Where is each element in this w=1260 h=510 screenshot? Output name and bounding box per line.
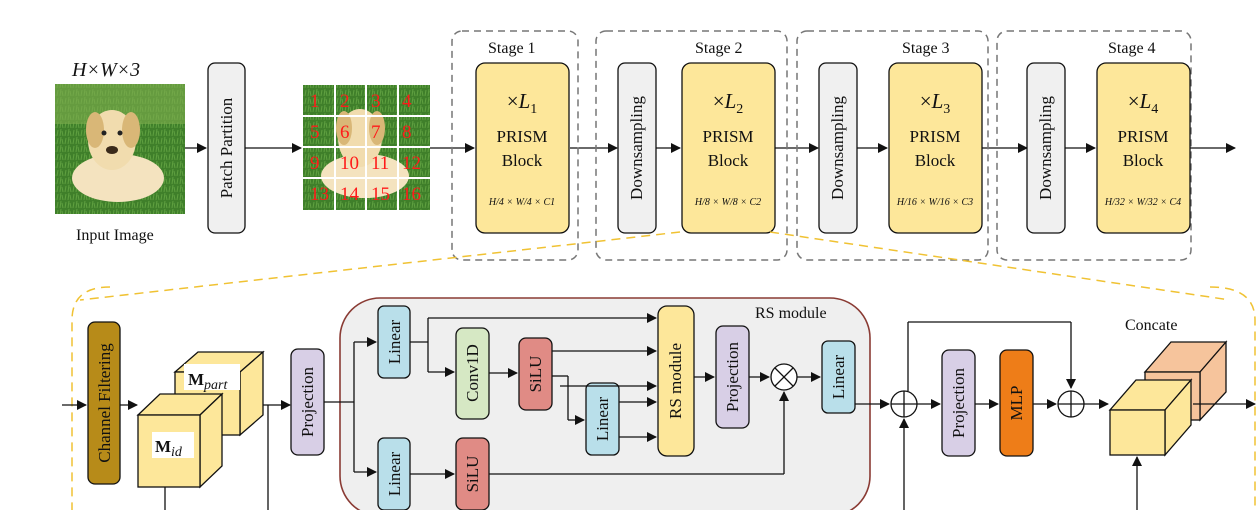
channel-filtering-label: Channel Filtering — [95, 343, 114, 463]
projection-label-1: Projection — [298, 367, 317, 437]
linear-box-3 — [585, 382, 620, 456]
prism-block-1 — [475, 62, 570, 234]
silu-box-1 — [518, 337, 553, 411]
mlp-box — [999, 349, 1034, 457]
add-op-1 — [890, 390, 918, 418]
multiply-op — [770, 363, 798, 391]
patched-image — [303, 85, 430, 210]
stage-4-frame — [996, 30, 1192, 261]
concate-label: Concate — [1125, 317, 1177, 334]
prism-block-label: Block — [708, 151, 749, 170]
patch-number: 5 — [310, 122, 320, 143]
rs-module-title: RS module — [755, 305, 827, 322]
channel-filtering-box — [87, 321, 121, 485]
stage-1-title: Stage 1 — [488, 40, 536, 57]
stage-2-frame — [595, 30, 788, 261]
projection-label-3: Projection — [949, 368, 968, 438]
prism-dims-label: H/32 × W/32 × C4 — [1104, 197, 1181, 208]
linear-box-4 — [821, 340, 856, 414]
projection-label-2: Projection — [723, 342, 742, 412]
prism-label: PRISM — [909, 127, 960, 146]
linear-label-3: Linear — [593, 396, 612, 441]
zoom-region — [71, 231, 1256, 510]
prism-repeat-label: ×L3 — [920, 89, 951, 117]
prism-repeat-label: ×L2 — [713, 89, 744, 117]
prism-block-label: Block — [1123, 151, 1164, 170]
prism-block-label: Block — [502, 151, 543, 170]
input-image-label: Input Image — [76, 227, 154, 244]
prism-dims-label: H/4 × W/4 × C1 — [488, 197, 555, 208]
patch-number: 4 — [402, 91, 412, 112]
prism-block-3 — [888, 62, 983, 234]
projection-box-3 — [941, 349, 976, 457]
stage-1-frame — [451, 30, 579, 261]
concat-cube-front — [1108, 378, 1193, 457]
silu-label-1: SiLU — [526, 356, 545, 393]
input-dims-label: H×W×3 — [71, 59, 140, 81]
conv1d-label: Conv1D — [463, 344, 482, 402]
prism-block-4 — [1096, 62, 1191, 234]
prism-label: PRISM — [702, 127, 753, 146]
stage-3-frame — [796, 30, 989, 261]
patch-number: 2 — [340, 91, 350, 112]
m-part-label: Mpart — [188, 370, 228, 393]
stage-2-title: Stage 2 — [695, 40, 743, 57]
prism-block-label: Block — [915, 151, 956, 170]
prism-dims-label: H/16 × W/16 × C3 — [896, 197, 973, 208]
patch-number: 11 — [371, 153, 389, 174]
add-op-2 — [1057, 390, 1085, 418]
prism-label: PRISM — [496, 127, 547, 146]
patch-number: 14 — [340, 184, 360, 205]
linear-label-2: Linear — [385, 451, 404, 496]
patch-number: 6 — [340, 122, 350, 143]
patch-partition-label: Patch Partition — [217, 97, 236, 198]
patch-number: 15 — [371, 184, 390, 205]
patch-number: 7 — [371, 122, 381, 143]
downsampling-box-3 — [818, 62, 858, 234]
downsampling-label-2: Downsampling — [627, 96, 646, 200]
prism-label: PRISM — [1117, 127, 1168, 146]
patch-number: 8 — [402, 122, 412, 143]
prism-block-2 — [681, 62, 776, 234]
prism-repeat-label: ×L1 — [507, 89, 538, 117]
patch-number: 1 — [310, 91, 320, 112]
rs-module-inner-label: RS module — [666, 343, 685, 419]
silu-label-2: SiLU — [463, 456, 482, 493]
prism-repeat-label: ×L4 — [1128, 89, 1159, 117]
input-image — [55, 84, 185, 214]
linear-label-4: Linear — [829, 354, 848, 399]
patch-number: 9 — [310, 153, 320, 174]
downsampling-label-3: Downsampling — [828, 96, 847, 200]
patch-number: 13 — [310, 184, 329, 205]
patch-number: 12 — [402, 153, 421, 174]
prism-dims-label: H/8 × W/8 × C2 — [694, 197, 761, 208]
stage-4-title: Stage 4 — [1108, 40, 1156, 57]
rs-module-inner-box — [657, 305, 695, 457]
downsampling-box-4 — [1026, 62, 1066, 234]
patch-number: 10 — [340, 153, 359, 174]
downsampling-label-4: Downsampling — [1036, 96, 1055, 200]
patch-number: 16 — [402, 184, 421, 205]
linear-label-1: Linear — [385, 319, 404, 364]
stage-3-title: Stage 3 — [902, 40, 950, 57]
mlp-label: MLP — [1007, 386, 1026, 421]
patch-number: 3 — [371, 91, 381, 112]
downsampling-box-2 — [617, 62, 657, 234]
